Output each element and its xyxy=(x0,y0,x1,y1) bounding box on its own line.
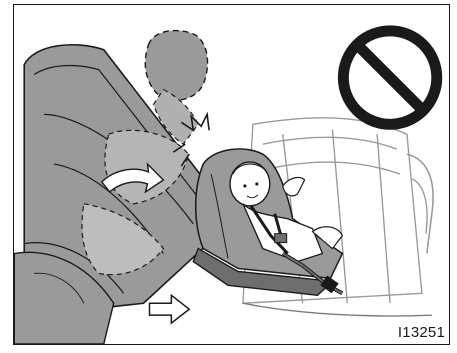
illustration xyxy=(14,5,449,344)
no-entry-circle-slash-icon xyxy=(343,31,436,124)
front-seat xyxy=(14,31,223,344)
forward-motion-arrow xyxy=(149,295,189,323)
figure-code: I13251 xyxy=(398,324,445,341)
illustration-frame: I13251 xyxy=(13,4,450,345)
